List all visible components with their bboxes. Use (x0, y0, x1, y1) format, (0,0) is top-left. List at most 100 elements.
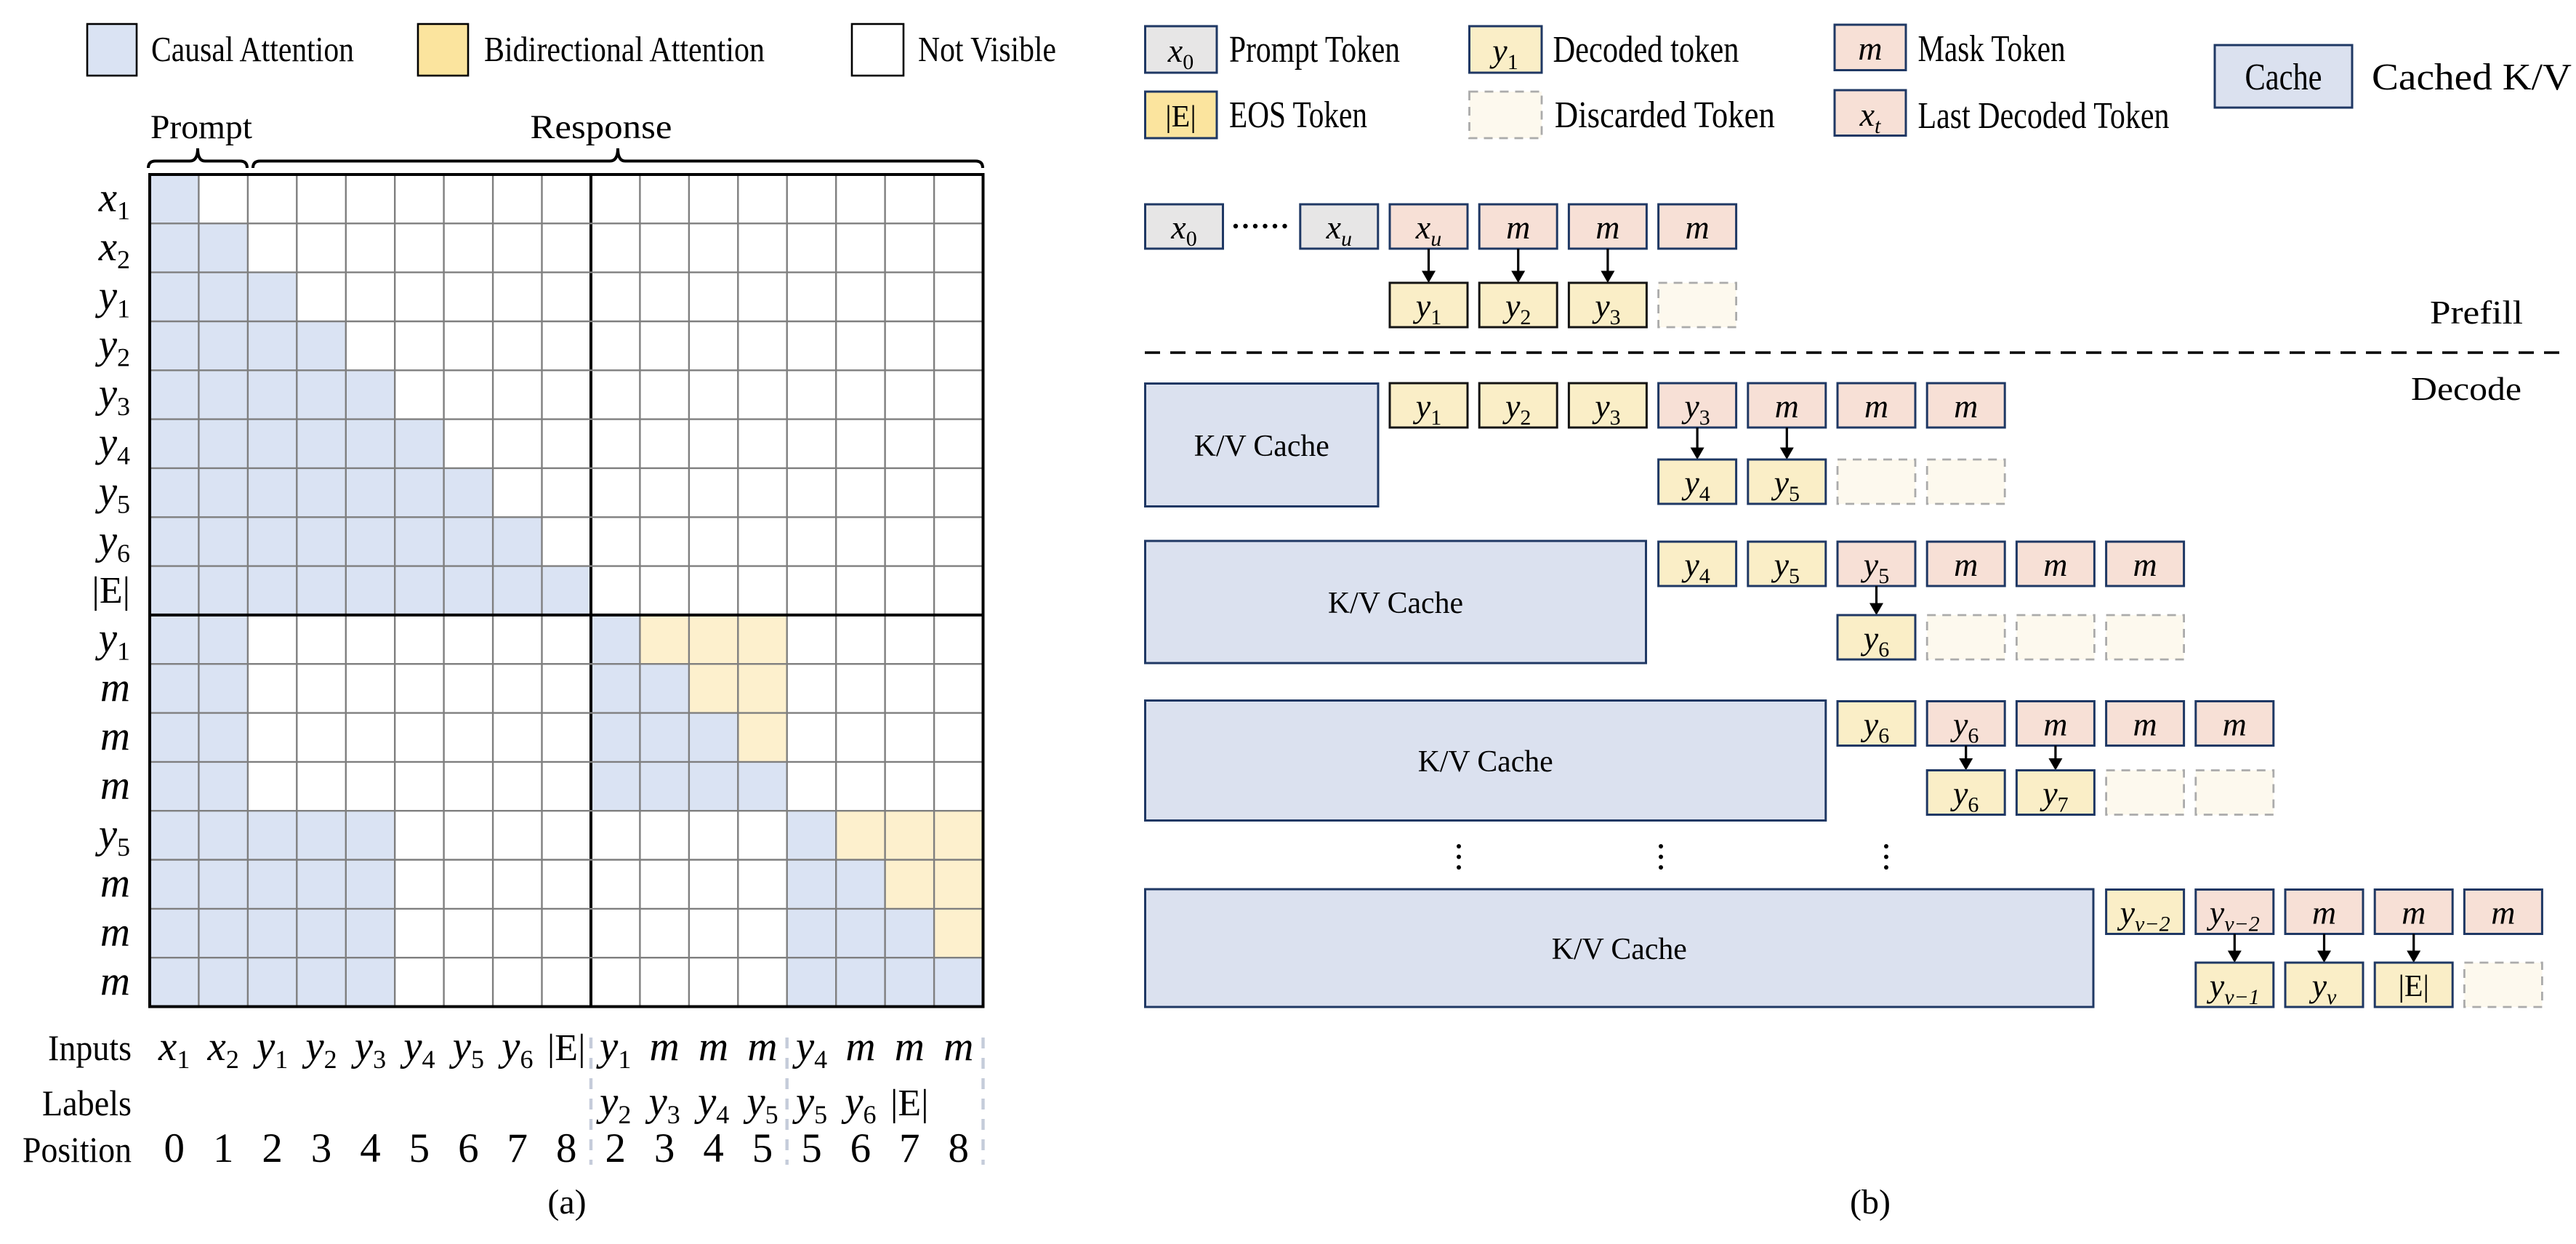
svg-text:4: 4 (703, 1125, 724, 1171)
svg-text:(a): (a) (547, 1183, 586, 1221)
svg-text:|E|: |E| (92, 570, 130, 611)
svg-text:m: m (2043, 546, 2067, 583)
svg-text:m: m (2402, 894, 2426, 931)
svg-text:x2: x2 (207, 1024, 239, 1074)
svg-text:y1: y1 (253, 1024, 288, 1074)
svg-text:m: m (2133, 706, 2157, 743)
svg-text:Last Decoded Token: Last Decoded Token (1918, 95, 2170, 137)
svg-text:7: 7 (899, 1125, 920, 1171)
svg-text:y5: y5 (792, 1079, 827, 1129)
svg-text:m: m (100, 958, 130, 1004)
svg-text:|E|: |E| (2398, 970, 2428, 1003)
svg-text:|E|: |E| (547, 1027, 586, 1069)
svg-text:y5: y5 (1771, 546, 1800, 588)
svg-text:3: 3 (311, 1125, 332, 1171)
svg-text:m: m (747, 1024, 777, 1070)
svg-text:m: m (1506, 209, 1530, 246)
svg-text:y4: y4 (694, 1079, 729, 1129)
svg-text:Response: Response (531, 108, 672, 146)
svg-text:y3: y3 (351, 1024, 386, 1074)
svg-text:y1: y1 (1413, 287, 1441, 329)
svg-text:K/V Cache: K/V Cache (1194, 430, 1329, 463)
svg-text:|E|: |E| (1165, 100, 1196, 134)
svg-text:m: m (1775, 388, 1799, 425)
svg-text:7: 7 (507, 1125, 528, 1171)
svg-text:Labels: Labels (42, 1083, 132, 1123)
svg-text:y2: y2 (302, 1024, 337, 1074)
svg-text:y4: y4 (1681, 464, 1710, 506)
svg-text:y4: y4 (792, 1024, 827, 1074)
svg-text:Decode: Decode (2411, 371, 2521, 407)
svg-text:m: m (943, 1024, 973, 1070)
svg-text:2: 2 (605, 1125, 626, 1171)
svg-text:m: m (699, 1024, 728, 1070)
svg-text:y6: y6 (498, 1024, 533, 1074)
svg-text:Prompt: Prompt (150, 108, 252, 146)
svg-text:m: m (1954, 546, 1978, 583)
svg-text:Position: Position (23, 1129, 132, 1170)
svg-text:m: m (650, 1024, 680, 1070)
svg-text:K/V Cache: K/V Cache (1552, 933, 1687, 966)
svg-text:y2: y2 (95, 322, 130, 372)
svg-text:m: m (845, 1024, 875, 1070)
svg-text:m: m (1595, 209, 1619, 246)
svg-text:y1: y1 (95, 616, 130, 666)
svg-text:m: m (100, 713, 130, 759)
svg-text:m: m (2043, 706, 2067, 743)
svg-text:(b): (b) (1850, 1183, 1891, 1221)
svg-text:x1: x1 (158, 1024, 190, 1074)
svg-text:m: m (1858, 30, 1882, 67)
svg-text:Inputs: Inputs (48, 1027, 132, 1068)
svg-text:4: 4 (360, 1125, 381, 1171)
svg-text:8: 8 (949, 1125, 970, 1171)
svg-text:3: 3 (654, 1125, 675, 1171)
svg-text:8: 8 (556, 1125, 577, 1171)
svg-text:Not Visible: Not Visible (918, 29, 1056, 69)
svg-text:K/V Cache: K/V Cache (1328, 587, 1463, 620)
svg-text:y6: y6 (841, 1079, 876, 1129)
svg-text:Discarded Token: Discarded Token (1555, 95, 1775, 136)
svg-text:y5: y5 (449, 1024, 484, 1074)
svg-text:|E|: |E| (890, 1083, 929, 1124)
svg-text:m: m (2133, 546, 2157, 583)
svg-text:m: m (100, 763, 130, 808)
svg-text:5: 5 (752, 1125, 773, 1171)
svg-text:y5: y5 (743, 1079, 778, 1129)
svg-text:m: m (1685, 209, 1709, 246)
svg-text:y2: y2 (596, 1079, 631, 1129)
svg-text:y5: y5 (1771, 464, 1800, 506)
svg-text:1: 1 (213, 1125, 234, 1171)
svg-text:6: 6 (850, 1125, 872, 1171)
svg-text:K/V Cache: K/V Cache (1418, 745, 1553, 779)
svg-text:x2: x2 (98, 224, 130, 274)
svg-text:y1: y1 (95, 273, 130, 323)
svg-text:y6: y6 (95, 518, 130, 568)
svg-text:m: m (1864, 388, 1888, 425)
svg-text:m: m (100, 910, 130, 955)
svg-text:x1: x1 (98, 175, 130, 225)
svg-text:y5: y5 (95, 469, 130, 519)
svg-text:Mask Token: Mask Token (1918, 28, 2066, 70)
svg-text:y3: y3 (645, 1079, 680, 1129)
svg-text:xu: xu (1415, 209, 1441, 251)
svg-text:y3: y3 (95, 371, 130, 421)
svg-text:y4: y4 (95, 420, 130, 470)
svg-text:Decoded token: Decoded token (1553, 29, 1739, 71)
svg-text:0: 0 (164, 1125, 185, 1171)
svg-text:y4: y4 (400, 1024, 435, 1074)
svg-text:Prompt Token: Prompt Token (1229, 29, 1400, 71)
svg-text:y5: y5 (95, 811, 130, 862)
svg-text:5: 5 (801, 1125, 822, 1171)
svg-text:m: m (1954, 388, 1978, 425)
svg-text:6: 6 (458, 1125, 479, 1171)
svg-text:m: m (2491, 894, 2515, 931)
svg-text:m: m (2312, 894, 2336, 931)
svg-text:EOS Token: EOS Token (1229, 95, 1367, 136)
svg-text:m: m (100, 665, 130, 710)
svg-text:Cached K/V: Cached K/V (2372, 57, 2572, 98)
svg-text:m: m (100, 860, 130, 906)
svg-text:Cache: Cache (2245, 57, 2322, 98)
svg-text:Causal Attention: Causal Attention (151, 29, 354, 69)
svg-text:Prefill: Prefill (2430, 294, 2523, 331)
svg-text:Bidirectional Attention: Bidirectional Attention (484, 29, 765, 69)
